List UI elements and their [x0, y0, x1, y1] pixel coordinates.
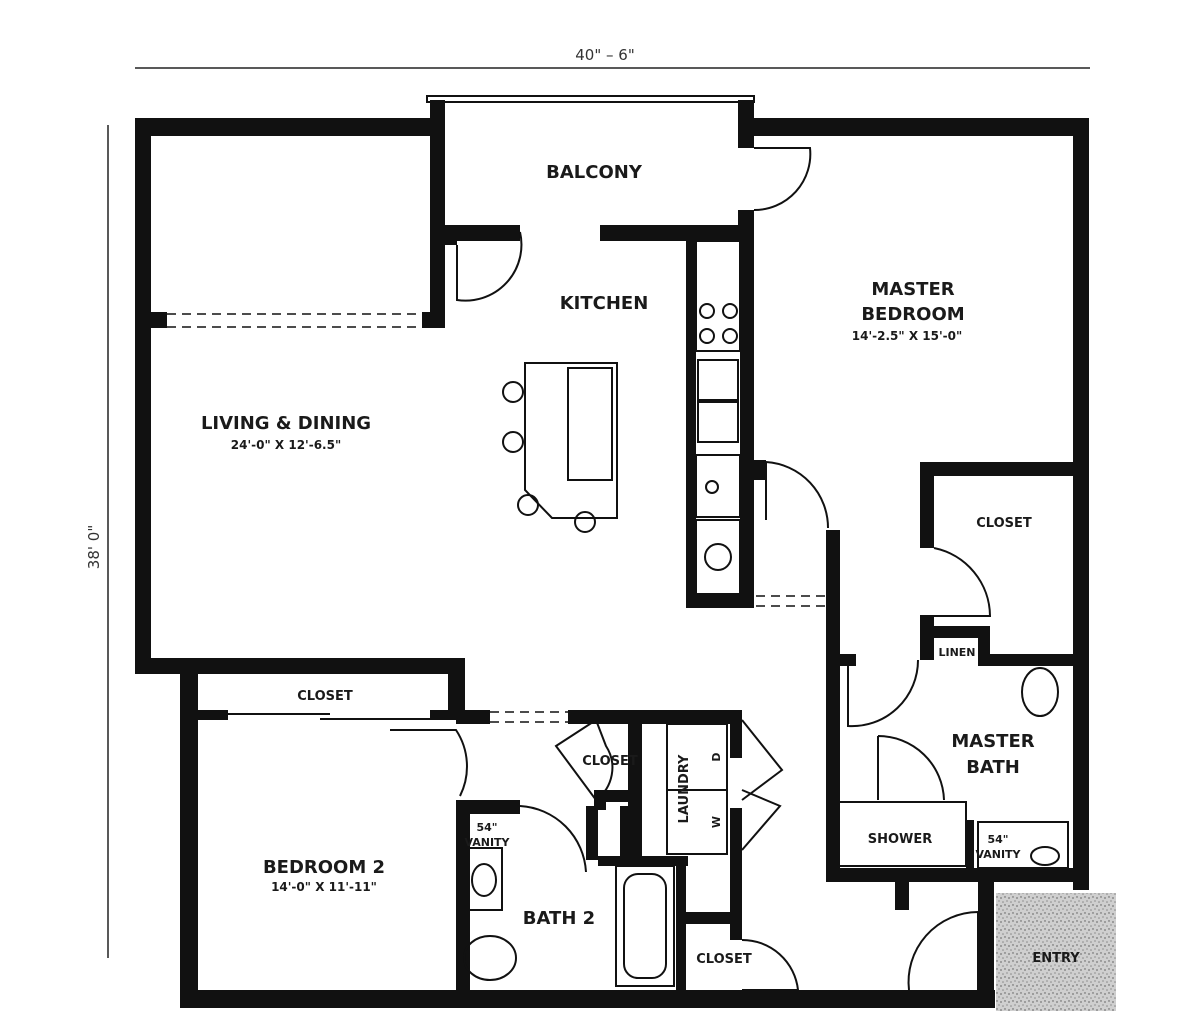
- width-dimension-label: 40" – 6": [575, 46, 634, 64]
- room-laundry: LAUNDRY: [677, 754, 692, 823]
- walls: [135, 100, 1089, 1008]
- balcony-rail: [426, 95, 755, 103]
- room-entry: ENTRY: [1032, 951, 1080, 966]
- room-living-size: 24'-0" X 12'-6.5": [231, 438, 341, 452]
- kitchen-island: [502, 362, 618, 533]
- room-bath2: BATH 2: [523, 908, 595, 929]
- kitchen-appliances: [695, 240, 741, 595]
- laundry-dryer: D: [710, 752, 723, 761]
- room-master-bath-line1: MASTER: [951, 731, 1034, 752]
- vanity-bath2-label: VANITY: [464, 836, 510, 849]
- vanity-bath2-size: 54": [476, 821, 497, 834]
- room-bedroom2-name: BEDROOM 2: [263, 857, 385, 878]
- room-master-bedroom-line1: MASTER: [871, 279, 954, 300]
- bath-fixtures: [463, 667, 1069, 987]
- vanity-master-size: 54": [987, 833, 1008, 846]
- room-closet-master: CLOSET: [976, 516, 1032, 531]
- room-bedroom2-size: 14'-0" X 11'-11": [271, 880, 377, 894]
- room-closet-hall: CLOSET: [582, 754, 638, 769]
- room-closet-entry: CLOSET: [696, 952, 752, 967]
- laundry-washer: W: [710, 816, 723, 828]
- entry-floor: [996, 893, 1116, 1011]
- room-balcony: BALCONY: [546, 162, 643, 183]
- vanity-master-label: VANITY: [975, 848, 1021, 861]
- room-living-name: LIVING & DINING: [201, 413, 371, 434]
- room-shower: SHOWER: [868, 832, 933, 847]
- room-kitchen: KITCHEN: [560, 293, 649, 314]
- height-dimension-label: 38' 0": [85, 525, 103, 569]
- room-master-bedroom-line2: BEDROOM: [861, 304, 964, 325]
- room-master-bath-line2: BATH: [966, 757, 1020, 778]
- door-swings: [390, 147, 992, 991]
- room-closet-bed2: CLOSET: [297, 689, 353, 704]
- room-linen: LINEN: [938, 646, 975, 659]
- room-master-bedroom-size: 14'-2.5" X 15'-0": [852, 329, 962, 343]
